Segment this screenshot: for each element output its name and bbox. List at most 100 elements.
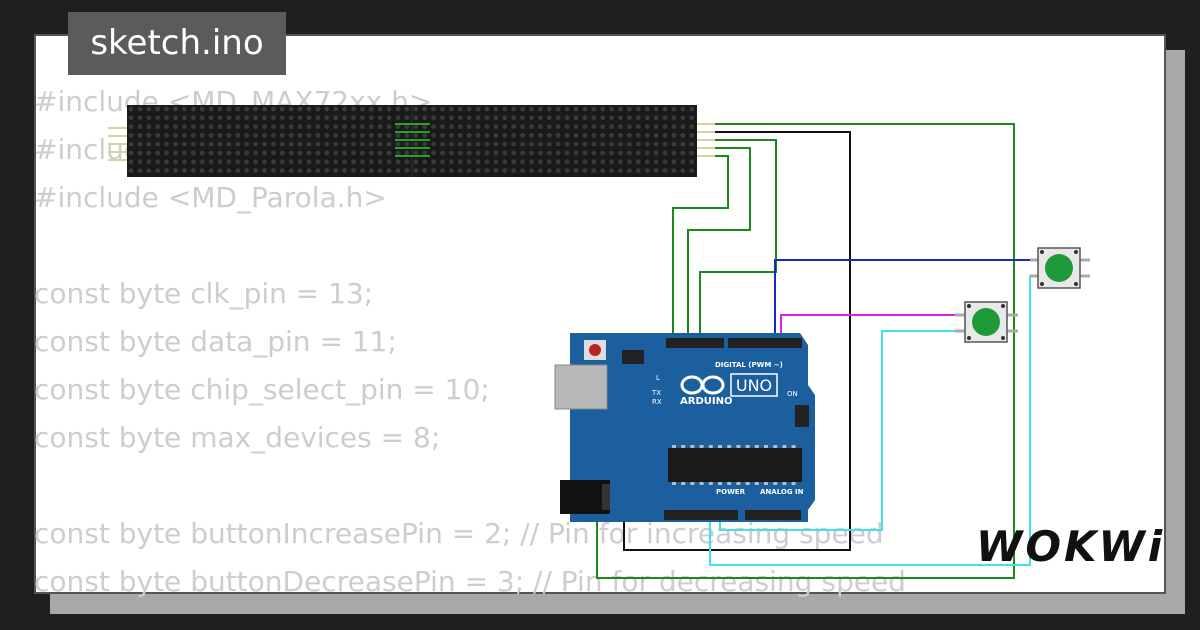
matrix-led [591,106,597,112]
matrix-led [529,150,534,156]
matrix-led [653,141,659,147]
matrix-led [137,124,143,129]
led-matrix-icon[interactable] [108,105,715,177]
matrix-led [128,168,134,174]
matrix-led [529,124,534,129]
matrix-led [422,168,428,174]
code-line: const byte data_pin = 11; [34,325,397,358]
matrix-led [680,141,686,147]
matrix-led [342,115,347,121]
matrix-led [484,141,490,147]
matrix-led [627,106,632,112]
matrix-led [511,150,517,156]
matrix-led [502,141,508,147]
matrix-led [262,150,267,156]
matrix-led [555,106,561,112]
matrix-led [297,124,303,129]
chip-pin [782,445,787,448]
matrix-led [484,159,490,165]
matrix-led [520,141,525,147]
matrix-led [199,124,205,129]
matrix-led [244,106,250,112]
matrix-led [546,115,552,121]
matrix-led [653,106,659,112]
matrix-led [555,159,561,165]
chip-pin [727,445,732,448]
matrix-led [315,168,321,174]
matrix-led [618,115,623,121]
matrix-led [279,168,285,174]
matrix-led [635,159,641,165]
board-logo-text: ARDUINO [680,396,732,407]
matrix-led [155,124,161,129]
matrix-led [555,141,561,147]
matrix-led [493,141,499,147]
matrix-led [368,133,374,138]
matrix-led [404,124,410,129]
matrix-led [368,141,374,147]
matrix-led [635,106,641,112]
matrix-led [662,141,668,147]
matrix-led [680,124,686,129]
matrix-led [653,168,659,174]
matrix-led [493,168,499,174]
matrix-led [288,159,294,165]
pushbutton-increase-icon[interactable] [1030,247,1090,289]
chip-pin [791,445,796,448]
matrix-led [662,124,668,129]
matrix-led [404,168,410,174]
matrix-led [360,159,365,165]
matrix-led [190,115,196,121]
matrix-led [618,106,623,112]
pushbutton-decrease-icon[interactable] [955,301,1018,343]
matrix-led [306,115,312,121]
matrix-led [520,124,525,129]
wires [596,123,1036,579]
matrix-led [182,150,187,156]
matrix-led [564,115,570,121]
matrix-led [564,150,570,156]
matrix-led [235,106,241,112]
matrix-led [217,159,223,165]
matrix-led [484,133,490,138]
matrix-led [466,150,472,156]
matrix-led [271,115,276,121]
matrix-led [591,141,597,147]
matrix-led [582,159,588,165]
matrix-led [520,133,525,138]
matrix-led [262,124,267,129]
matrix-led [155,141,161,147]
matrix-led [199,133,205,138]
matrix-led [644,168,650,174]
matrix-led [137,168,143,174]
file-tab[interactable]: sketch.ino [68,12,286,75]
matrix-led [680,150,686,156]
matrix-led [253,168,258,174]
matrix-led [271,168,276,174]
matrix-led [155,115,161,121]
matrix-led [627,150,632,156]
matrix-led [262,106,267,112]
matrix-led [351,106,356,112]
matrix-led [431,133,436,138]
matrix-led [671,133,677,138]
matrix-led [342,168,347,174]
matrix-led [146,141,152,147]
matrix-led [306,159,312,165]
matrix-led [306,124,312,129]
chip-pin [773,482,778,485]
matrix-led [182,168,187,174]
matrix-led [609,150,614,156]
matrix-led [573,150,579,156]
matrix-led [199,141,205,147]
matrix-led [360,133,365,138]
matrix-led [475,124,481,129]
matrix-led [360,115,365,121]
arduino-uno-icon[interactable]: UNO ARDUINO DIGITAL (PWM ~) POWER ANALOG… [554,333,815,522]
matrix-led [484,115,490,121]
matrix-led [627,141,632,147]
matrix-led [644,150,650,156]
matrix-led [173,124,178,129]
matrix-led [564,168,570,174]
matrix-led [164,106,170,112]
